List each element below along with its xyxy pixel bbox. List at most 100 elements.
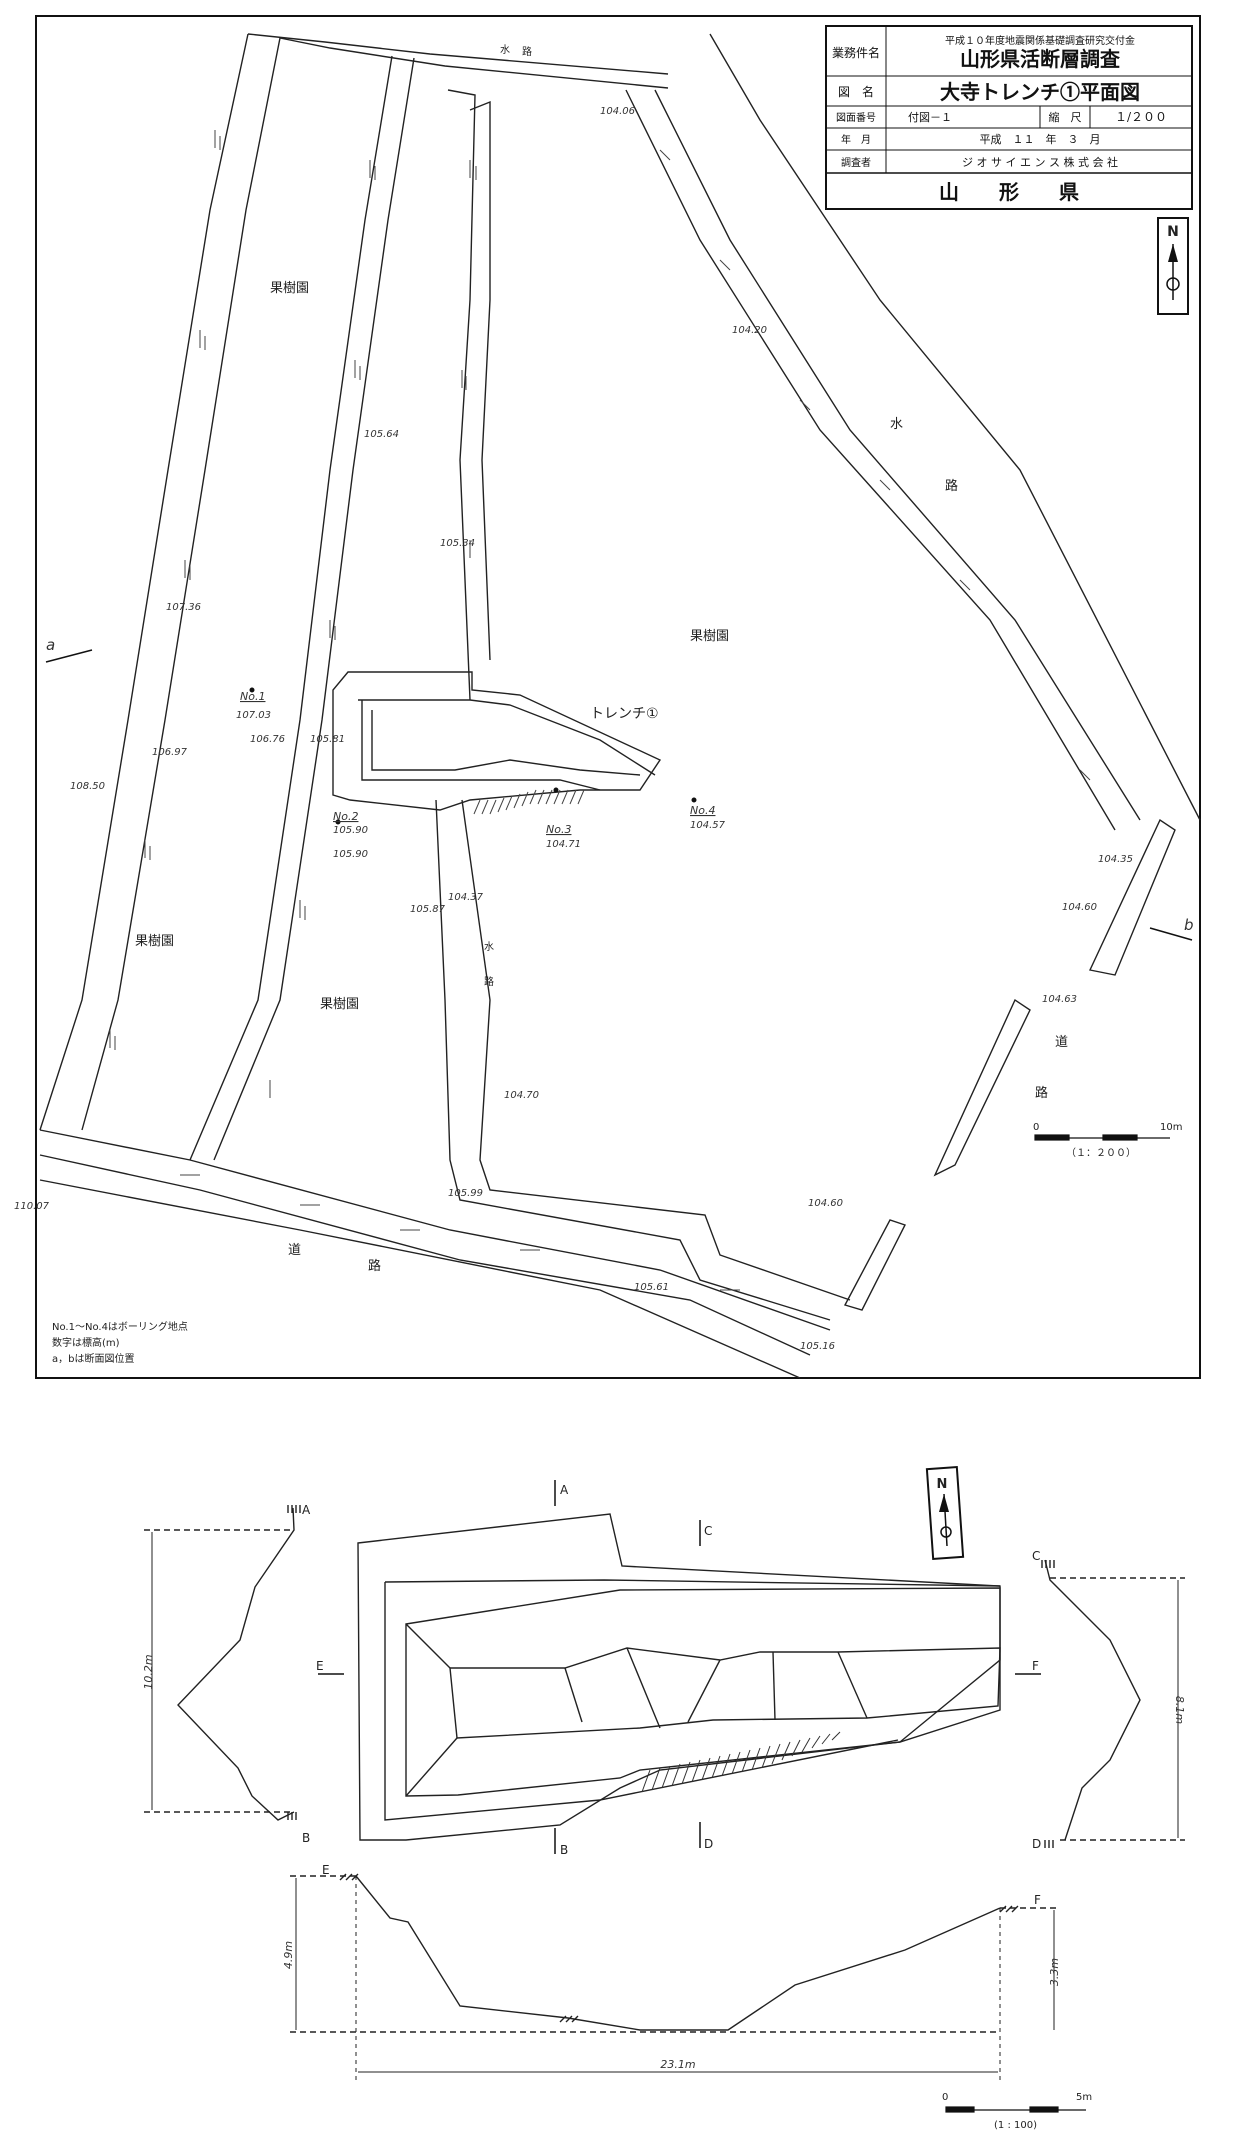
profile-ab-label-b: B bbox=[302, 1831, 310, 1845]
title-val-1: 山形県活断層調査 bbox=[960, 47, 1120, 71]
title-sub-1: 平成１０年度地震関係基礎調査研究交付金 bbox=[945, 34, 1135, 47]
plan-scale-zero: 0 bbox=[1033, 1122, 1039, 1133]
canal-top-label-1: 水 bbox=[500, 44, 510, 56]
road-right-label-2: 路 bbox=[1035, 1085, 1048, 1101]
section-markers bbox=[45, 649, 1193, 941]
elev-6: 107.03 bbox=[236, 710, 271, 721]
sec-f-right: F bbox=[1032, 1659, 1039, 1673]
elev-19: 104.35 bbox=[1098, 854, 1133, 865]
title-val-3b: １/２００ bbox=[1115, 110, 1167, 124]
elev-24: 105.16 bbox=[800, 1341, 835, 1352]
profile-ef-dim-f: 3.3m bbox=[1048, 1958, 1061, 1986]
profile-ef-label-e: E bbox=[322, 1863, 330, 1877]
elev-23: 105.61 bbox=[634, 1282, 669, 1293]
borehole-no4: No.4 bbox=[690, 804, 715, 817]
north-arrow: N bbox=[1157, 217, 1189, 315]
profile-ef bbox=[290, 1873, 1060, 2080]
section-b-label: b bbox=[1184, 916, 1194, 934]
sec-d-bottom: D bbox=[704, 1837, 713, 1851]
profile-cd-label-d: D bbox=[1032, 1837, 1041, 1851]
note-3: a，bは断面図位置 bbox=[52, 1352, 134, 1365]
note-1: No.1～No.4はボーリング地点 bbox=[52, 1320, 188, 1333]
elev-10: 108.50 bbox=[70, 781, 105, 792]
elev-3: 105.64 bbox=[364, 429, 399, 440]
title-val-2: 大寺トレンチ①平面図 bbox=[940, 80, 1140, 104]
profile-cd-dim: 8.1m bbox=[1173, 1696, 1186, 1724]
detail-scale-zero: 0 bbox=[942, 2092, 948, 2103]
orchard-label-4: 果樹園 bbox=[320, 997, 359, 1012]
plan-hatching bbox=[109, 130, 1091, 1291]
borehole-markers bbox=[249, 687, 697, 825]
plan-scale-ratio: （１：２００） bbox=[1066, 1147, 1136, 1159]
detail-scale-max: 5m bbox=[1076, 2092, 1092, 2103]
plan-scale-bar bbox=[1034, 1134, 1170, 1141]
plan-linework bbox=[39, 33, 1201, 1379]
water-label-1: 水 bbox=[890, 417, 903, 432]
trench-label: トレンチ① bbox=[590, 706, 659, 722]
canal-mid-label-1: 水 bbox=[484, 941, 494, 953]
title-footer: 山 形 県 bbox=[939, 180, 1079, 204]
title-val-5: ジ オ サ イ エ ン ス 株 式 会 社 bbox=[962, 155, 1118, 169]
section-a-label: a bbox=[46, 636, 55, 654]
title-block: 業務件名 平成１０年度地震関係基礎調査研究交付金 山形県活断層調査 図 名 大寺… bbox=[825, 25, 1193, 210]
sec-b-bottom: B bbox=[560, 1843, 568, 1857]
elev-8: 105.81 bbox=[310, 734, 345, 745]
title-key-4: 年 月 bbox=[841, 133, 871, 146]
elev-5: 107.36 bbox=[166, 602, 201, 613]
road-bottom-label-1: 道 bbox=[288, 1243, 301, 1258]
title-val-3: 付図－１ bbox=[908, 111, 952, 124]
trench-detail-hatch bbox=[641, 1731, 841, 1793]
detail-north-arrow: N bbox=[925, 1465, 965, 1561]
north-label: N bbox=[1167, 224, 1179, 240]
profile-cd-label-c: C bbox=[1032, 1549, 1040, 1563]
orchard-label-2: 果樹園 bbox=[690, 629, 729, 644]
plan-frame bbox=[35, 15, 1201, 1379]
elev-14: 104.57 bbox=[690, 820, 726, 831]
title-key-1: 業務件名 bbox=[832, 45, 880, 60]
borehole-no2: No.2 bbox=[333, 810, 358, 823]
elev-21: 104.63 bbox=[1042, 994, 1077, 1005]
elev-7: 106.76 bbox=[250, 734, 285, 745]
sec-c-top: C bbox=[704, 1524, 712, 1538]
sec-e-left: E bbox=[316, 1659, 324, 1673]
profile-ab-label-a: A bbox=[302, 1503, 311, 1517]
profile-ab bbox=[144, 1505, 301, 1821]
title-key-3: 図面番号 bbox=[836, 112, 876, 124]
elev-4: 105.34 bbox=[440, 538, 475, 549]
profile-ef-label-f: F bbox=[1034, 1893, 1041, 1907]
elev-16: 104.37 bbox=[448, 892, 484, 903]
orchard-label-1: 果樹園 bbox=[270, 281, 309, 296]
elev-9: 106.97 bbox=[152, 747, 188, 758]
trench-detail-plan bbox=[357, 1513, 1001, 1841]
sec-a-top: A bbox=[560, 1483, 569, 1497]
elev-22: 104.60 bbox=[808, 1198, 843, 1209]
profile-ef-dim-length: 23.1m bbox=[660, 2058, 695, 2071]
road-bottom-label-2: 路 bbox=[368, 1258, 381, 1274]
elev-1: 104.06 bbox=[600, 106, 635, 117]
elev-20: 104.60 bbox=[1062, 902, 1097, 913]
water-label-2: 路 bbox=[945, 478, 958, 494]
elev-17: 104.70 bbox=[504, 1090, 539, 1101]
road-right-label-1: 道 bbox=[1055, 1035, 1068, 1050]
plan-scale-max: 10m bbox=[1160, 1122, 1182, 1133]
elev-11: 105.90 bbox=[333, 825, 368, 836]
borehole-no1: No.1 bbox=[240, 690, 265, 703]
detail-scale-bar bbox=[945, 2106, 1086, 2113]
canal-mid-label-2: 路 bbox=[484, 975, 494, 988]
canal-top-label-2: 路 bbox=[522, 45, 532, 58]
title-val-4: 平成 １１ 年 ３ 月 bbox=[980, 132, 1101, 146]
elev-12: 105.90 bbox=[333, 849, 368, 860]
detail-section-markers bbox=[318, 1480, 1041, 1854]
note-2: 数字は標高(m) bbox=[52, 1336, 120, 1349]
elev-2: 104.20 bbox=[732, 325, 767, 336]
detail-north-label: N bbox=[937, 1477, 948, 1492]
title-key-5: 調査者 bbox=[841, 156, 871, 169]
profile-ef-dim-e: 4.9m bbox=[282, 1941, 295, 1969]
detail-scale-ratio: (1 : 100) bbox=[994, 2120, 1037, 2131]
title-key-3b: 縮 尺 bbox=[1049, 110, 1082, 124]
profile-cd bbox=[1041, 1559, 1185, 1848]
elev-15: 105.87 bbox=[410, 904, 446, 915]
elev-25: 110.07 bbox=[14, 1201, 50, 1212]
profile-ab-dim: 10.2m bbox=[142, 1654, 155, 1689]
